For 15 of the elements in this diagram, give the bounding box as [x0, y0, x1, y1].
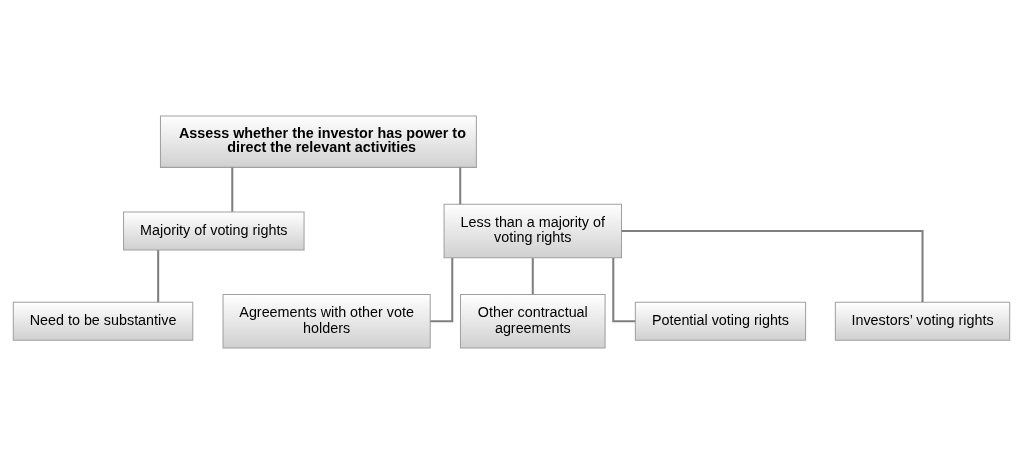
node-box: Other contractual agreements — [459, 293, 606, 348]
connector — [612, 257, 636, 322]
connector — [531, 257, 534, 294]
connector — [459, 167, 462, 204]
connector — [621, 229, 924, 302]
node-box: Agreements with other vote holders — [222, 293, 431, 348]
node-box: Need to be substantive — [12, 301, 194, 341]
node-box: Assess whether the investor has power to direct the relevant activities — [159, 115, 477, 168]
connector — [157, 249, 160, 302]
node-box: Investors’ voting rights — [834, 301, 1011, 341]
node-box: Less than a majority of voting rights — [443, 203, 622, 258]
connector — [430, 257, 454, 322]
connector — [231, 167, 234, 212]
node-box: Potential voting rights — [634, 301, 807, 341]
node-box: Majority of voting rights — [123, 211, 305, 250]
